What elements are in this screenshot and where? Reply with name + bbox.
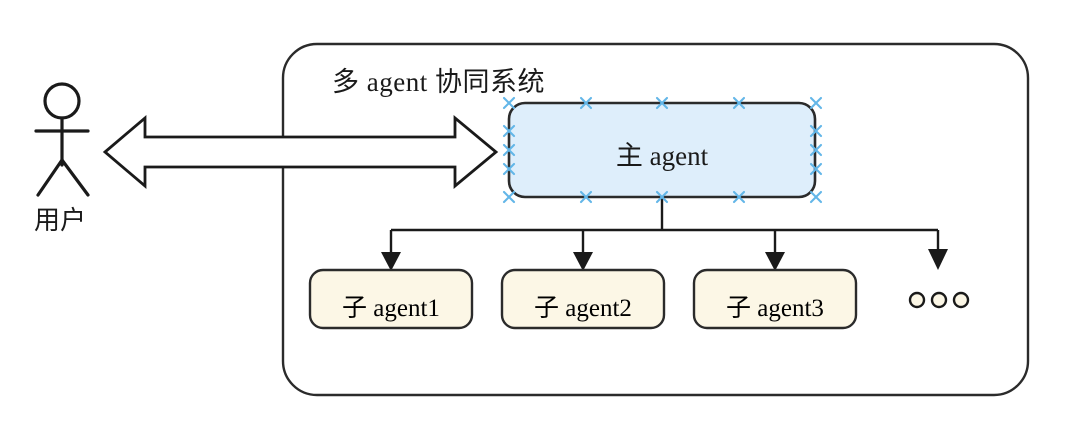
handle-top-left[interactable] [502,96,516,110]
overflow-dot-1 [908,291,926,309]
handle-left-middle[interactable] [502,143,516,157]
sub-agent-box-1[interactable] [308,268,474,330]
handle-right-upper[interactable] [809,124,823,138]
sub-agent-2-label-container: 子 agent2 [502,288,664,322]
sub-agent-1-label: 子 agent1 [342,295,440,322]
main-to-sub-connectors [389,198,940,255]
arrowhead-sub3 [765,252,785,271]
main-agent-selection-handles[interactable] [502,96,823,204]
handle-bottom-left[interactable] [502,190,516,204]
handle-left-upper[interactable] [502,124,516,138]
handle-right-middle[interactable] [809,143,823,157]
handle-top-center[interactable] [655,96,669,110]
actor-left-leg-line [36,158,64,197]
handle-left-lower[interactable] [502,162,516,176]
actor-icon[interactable] [34,82,90,197]
sub-agent-3-label-container: 子 agent3 [694,288,856,322]
arrowhead-sub2 [573,252,593,271]
actor-label: 用户 [34,206,87,235]
sub-agent-box-2[interactable] [500,268,666,330]
connector-arrowheads [381,249,948,271]
handle-bottom-mid-right[interactable] [732,190,746,204]
sub-agent-3-label: 子 agent3 [726,295,824,322]
main-agent-label-container: 主 agent [507,134,817,171]
sub-agent-box-3[interactable] [692,268,858,330]
main-agent-label: 主 agent [615,141,709,171]
three-dots-icon [908,291,970,309]
handle-top-mid-right[interactable] [732,96,746,110]
handle-right-lower[interactable] [809,162,823,176]
handle-top-right[interactable] [809,96,823,110]
overflow-dot-3 [952,291,970,309]
handle-top-mid-left[interactable] [579,96,593,110]
arrowhead-overflow [928,249,948,270]
actor-head-icon [43,82,81,120]
actor-right-leg-line [60,158,90,197]
system-container-title: 多 agent 协同系统 [332,67,545,97]
handle-bottom-right[interactable] [809,190,823,204]
handle-bottom-mid-left[interactable] [579,190,593,204]
user-main-agent-bidirectional-arrow[interactable] [102,114,499,190]
handle-bottom-center[interactable] [655,190,669,204]
arrowhead-sub1 [381,252,401,271]
overflow-dot-2 [930,291,948,309]
sub-agent-2-label: 子 agent2 [534,295,632,322]
sub-agent-1-label-container: 子 agent1 [310,288,472,322]
